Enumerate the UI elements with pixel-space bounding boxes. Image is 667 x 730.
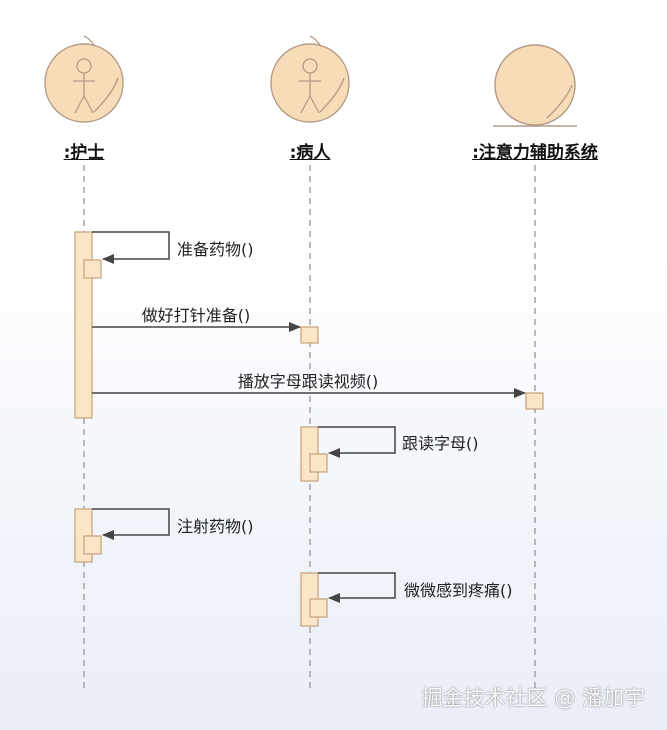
participant-label-system: :注意力辅助系统: [472, 143, 598, 163]
actor-icon-patient: [270, 35, 350, 123]
message-arrow-feel-pain: [318, 572, 396, 603]
message-label-play-video: 播放字母跟读视频(): [237, 372, 379, 391]
entity-icon-system: [493, 44, 577, 127]
participant-label-nurse: :护士: [63, 143, 105, 163]
activation-patient-self-2: [309, 598, 328, 618]
message-label-prepare-injection: 做好打针准备(): [141, 306, 251, 325]
message-label-inject-medicine: 注射药物(): [177, 517, 254, 536]
message-arrow-read-letters: [318, 426, 396, 458]
activation-system-call: [525, 392, 544, 410]
activation-nurse-self-1: [83, 259, 102, 279]
watermark: 掘金技术社区 @ 潘加宇: [421, 686, 645, 710]
message-label-prepare-medicine: 准备药物(): [177, 240, 254, 259]
activation-patient-self-1: [309, 453, 328, 473]
activation-nurse-self-2: [83, 535, 102, 555]
message-arrow-prepare-medicine: [92, 231, 170, 264]
actor-icon-nurse: [44, 35, 124, 123]
participant-label-patient: :病人: [289, 143, 331, 163]
activation-patient-call: [300, 326, 319, 344]
message-label-read-letters: 跟读字母(): [402, 434, 479, 453]
message-label-feel-pain: 微微感到疼痛(): [404, 581, 513, 600]
message-arrow-inject-medicine: [92, 508, 170, 540]
